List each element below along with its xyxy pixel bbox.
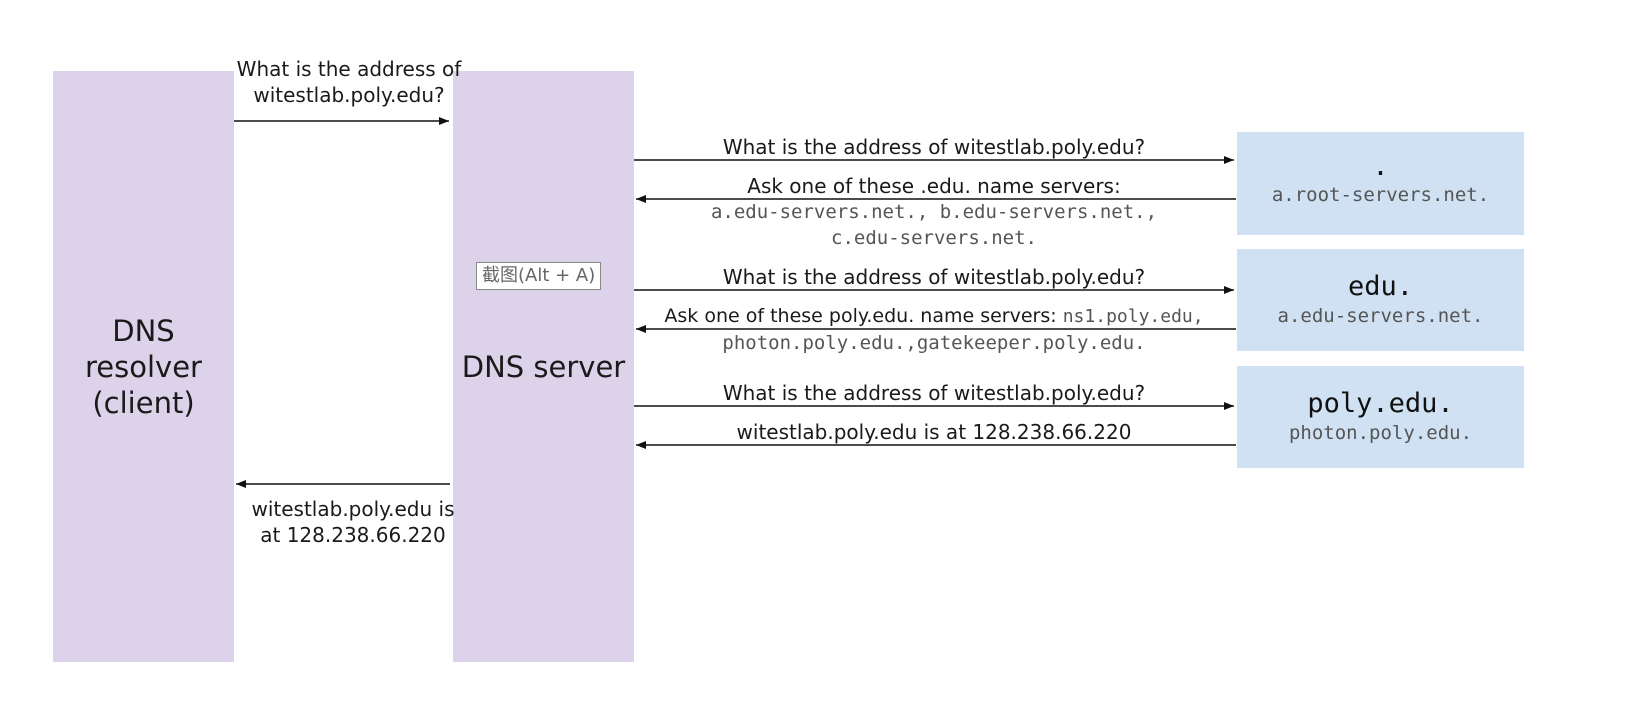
poly-name-server-box: poly.edu. photon.poly.edu. [1237, 366, 1524, 468]
client-answer-line2: at 128.238.66.220 [260, 523, 446, 547]
root-query-label: What is the address of witestlab.poly.ed… [722, 135, 1146, 159]
root-server-host: a.root-servers.net. [1271, 184, 1490, 206]
client-query-label: What is the address of witestlab.poly.ed… [234, 56, 464, 108]
root-zone-name: . [1372, 151, 1389, 182]
poly-query-label: What is the address of witestlab.poly.ed… [722, 381, 1146, 405]
dns-resolver-client-column: DNS resolver (client) [53, 71, 234, 662]
poly-zone-name: poly.edu. [1307, 388, 1454, 419]
root-name-server-box: . a.root-servers.net. [1237, 132, 1524, 235]
screenshot-tool-tag[interactable]: 截图(Alt + A) [476, 262, 602, 290]
dns-server-column: DNS server [453, 71, 634, 662]
edu-reply-line1: Ask one of these poly.edu. name servers:… [634, 302, 1234, 330]
root-reply-label: Ask one of these .edu. name servers: a.e… [634, 173, 1234, 251]
edu-name-server-box: edu. a.edu-servers.net. [1237, 249, 1524, 351]
edu-reply-text: Ask one of these poly.edu. name servers: [664, 305, 1063, 327]
edu-query-label: What is the address of witestlab.poly.ed… [722, 265, 1146, 289]
edu-zone-name: edu. [1347, 271, 1414, 302]
dns-resolver-client-label: DNS resolver (client) [85, 313, 202, 420]
poly-server-host: photon.poly.edu. [1288, 422, 1473, 444]
root-reply-servers-1: a.edu-servers.net., b.edu-servers.net., [710, 201, 1158, 223]
client-query-line2: witestlab.poly.edu? [253, 83, 445, 107]
root-reply-text: Ask one of these .edu. name servers: [747, 174, 1121, 198]
root-reply-servers-2: c.edu-servers.net. [831, 227, 1037, 249]
edu-reply-label: Ask one of these poly.edu. name servers:… [634, 302, 1234, 356]
dns-server-label: DNS server [461, 349, 626, 384]
edu-reply-servers-2: photon.poly.edu.,gatekeeper.poly.edu. [722, 332, 1146, 354]
edu-reply-servers-1: ns1.poly.edu, [1062, 306, 1204, 327]
client-answer-label: witestlab.poly.edu is at 128.238.66.220 [238, 496, 468, 548]
poly-reply-label: witestlab.poly.edu is at 128.238.66.220 [736, 420, 1132, 444]
client-answer-line1: witestlab.poly.edu is [251, 497, 455, 521]
client-query-line1: What is the address of [236, 57, 462, 81]
edu-server-host: a.edu-servers.net. [1277, 305, 1484, 327]
